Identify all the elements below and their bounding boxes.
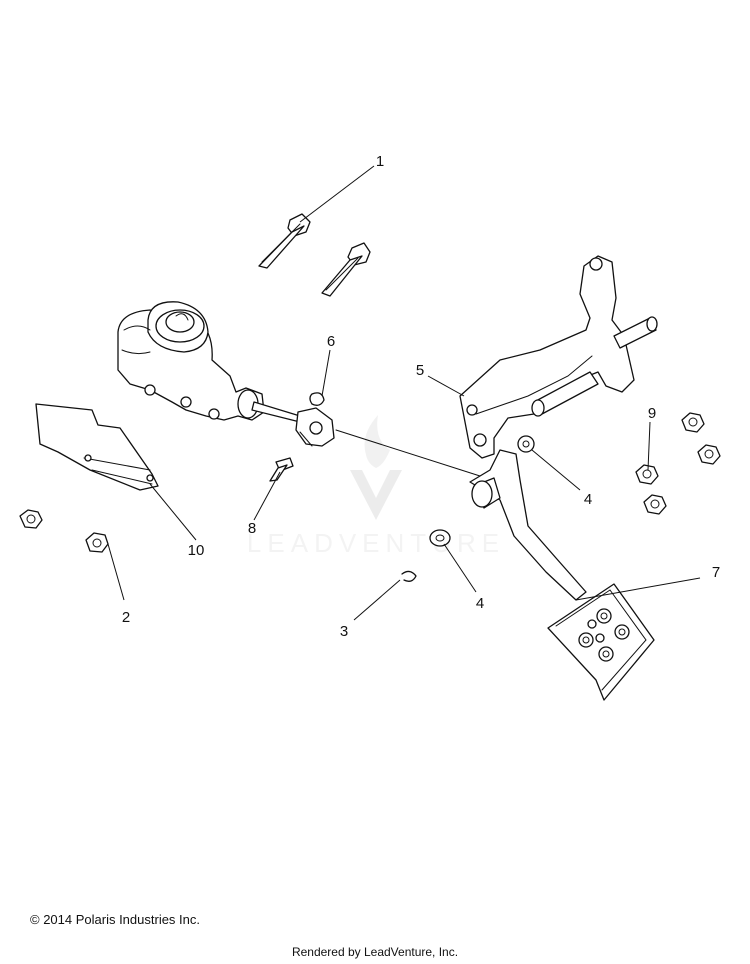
nut-right-4 — [643, 494, 667, 515]
callout-2: 2 — [122, 609, 130, 626]
watermark-logo: LEADVENTURE — [247, 415, 505, 558]
callout-7: 7 — [712, 564, 720, 581]
nut-left-2 — [85, 532, 109, 553]
master-cylinder — [117, 301, 301, 423]
nut-left-1 — [19, 509, 43, 529]
callout-1: 1 — [376, 153, 384, 170]
callout-3: 3 — [340, 623, 348, 640]
callout-6: 6 — [327, 333, 335, 350]
callout-9: 9 — [648, 405, 656, 422]
bushing-upper — [517, 435, 535, 453]
watermark-text: LEADVENTURE — [247, 528, 505, 558]
pivot-tube — [531, 371, 599, 417]
pushrod-clevis — [295, 407, 335, 447]
callout-4b: 4 — [476, 595, 484, 612]
copyright-text: © 2014 Polaris Industries Inc. — [30, 912, 200, 927]
bolt-1a — [258, 213, 311, 269]
nut-right-1 — [681, 412, 705, 433]
clip-part-6 — [309, 392, 325, 406]
brake-pedal — [469, 449, 655, 701]
bolt-1b — [321, 242, 371, 297]
leader-lines — [107, 165, 701, 621]
e-clip — [401, 570, 417, 582]
rendered-by-text: Rendered by LeadVenture, Inc. — [291, 945, 459, 959]
clevis-pin — [269, 457, 294, 482]
nut-right-2 — [697, 444, 721, 465]
callout-4a: 4 — [584, 491, 592, 508]
callout-5: 5 — [416, 362, 424, 379]
alignment-line — [335, 429, 481, 477]
shield-plate — [35, 403, 159, 491]
nut-right-3 — [635, 464, 659, 485]
pedal-bracket — [459, 255, 658, 459]
callout-10: 10 — [188, 542, 205, 559]
bushing-lower — [429, 529, 451, 547]
callout-8: 8 — [248, 520, 256, 537]
